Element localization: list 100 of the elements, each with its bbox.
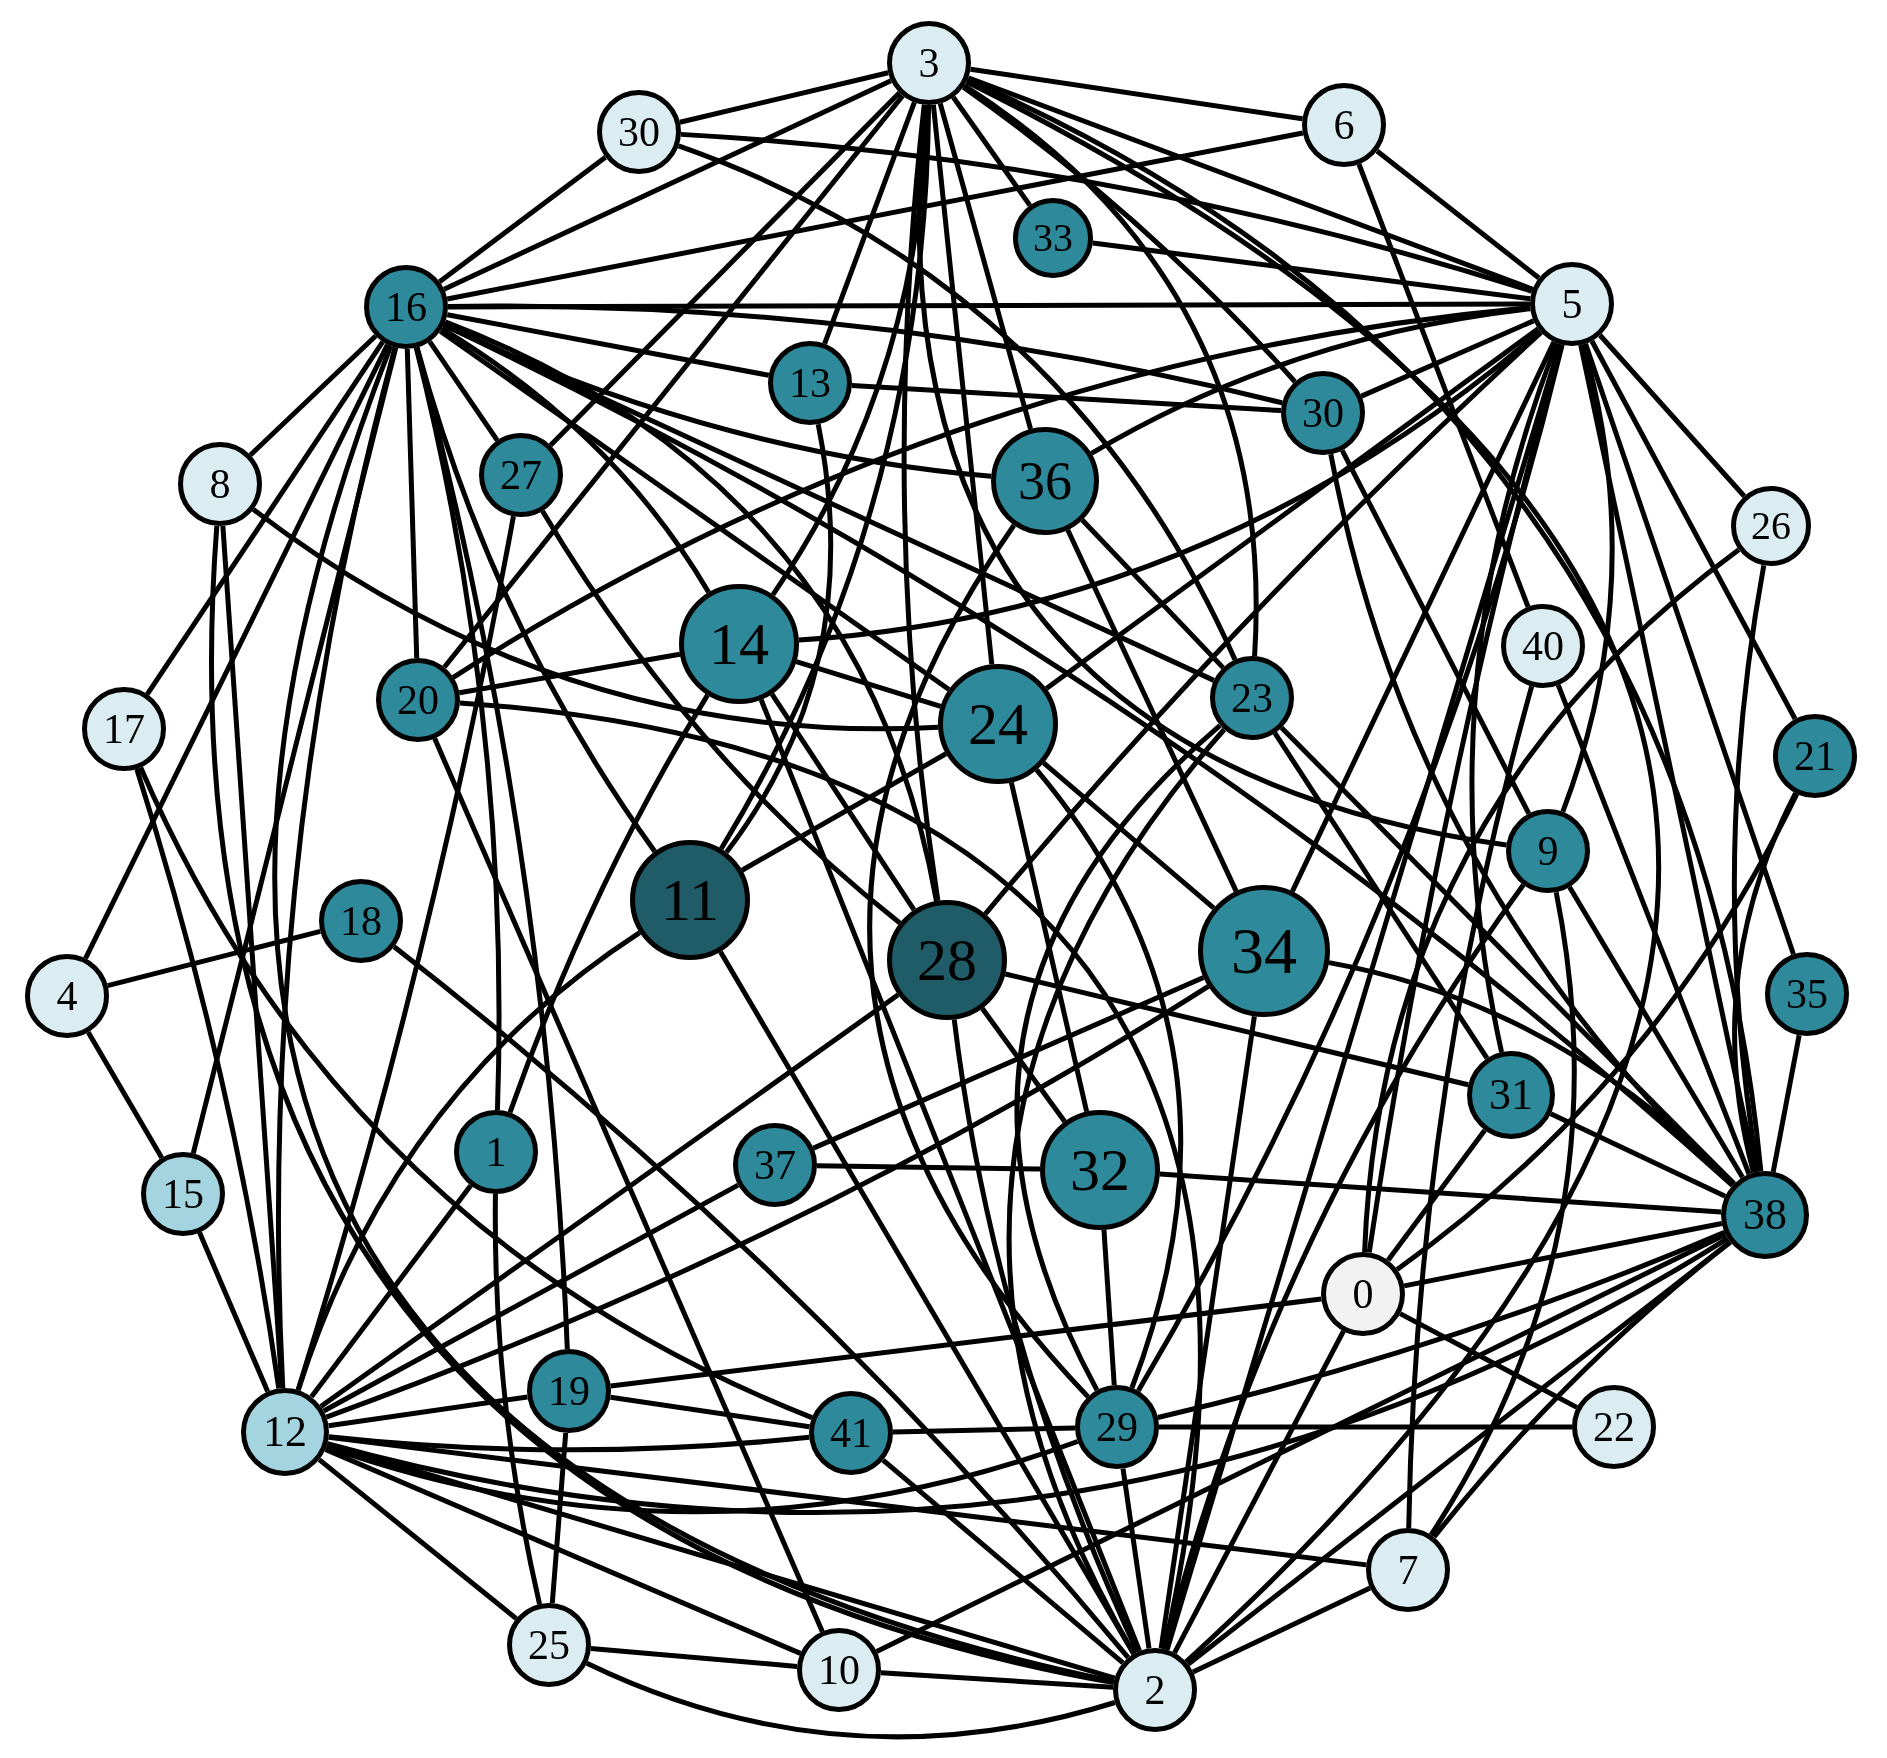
network-node: [178, 442, 262, 526]
connection-line: [414, 347, 570, 1350]
connection-line: [1598, 333, 1747, 498]
connection-line: [1339, 449, 1532, 815]
connection-line: [548, 91, 902, 447]
connection-line: [134, 768, 282, 1389]
connection-line: [251, 507, 939, 732]
node-label: 37: [754, 1144, 796, 1186]
connection-line: [679, 70, 889, 125]
connection-line: [1004, 971, 1469, 1088]
connection-line: [1362, 547, 1741, 1253]
network-node: [1210, 656, 1294, 740]
connection-line: [1159, 1424, 1572, 1430]
connection-line: [1136, 344, 1565, 1393]
node-label: 12: [263, 1410, 307, 1454]
connection-line: [585, 1661, 1116, 1740]
network-node: [1321, 1252, 1405, 1336]
connection-line: [1008, 781, 1090, 1113]
connection-line: [1398, 1311, 1579, 1410]
connection-line: [719, 104, 932, 850]
connection-line: [319, 992, 900, 1409]
connection-line: [1272, 731, 1490, 1060]
node-label: 11: [661, 870, 719, 930]
network-node: [887, 21, 971, 105]
connection-line: [1159, 1171, 1722, 1215]
connection-line: [822, 101, 917, 345]
connection-line: [1432, 1240, 1732, 1539]
connection-line: [1290, 340, 1557, 893]
connection-line: [190, 347, 399, 1154]
connection-line: [1555, 684, 1752, 1175]
connection-line: [197, 1231, 270, 1393]
network-node: [1281, 371, 1365, 455]
connection-line: [145, 340, 385, 696]
connection-line: [966, 77, 1764, 1172]
connection-line: [1172, 1330, 1346, 1654]
node-label: 35: [1786, 973, 1828, 1015]
connection-line: [432, 737, 825, 1633]
node-label: 15: [162, 1173, 204, 1215]
node-label: 5: [1561, 283, 1583, 325]
node-label: 20: [397, 679, 439, 721]
connection-line: [1549, 1111, 1727, 1199]
connection-line: [549, 1432, 569, 1604]
connection-line: [1356, 163, 1531, 608]
connection-line: [875, 1232, 1727, 1654]
connection-line: [1469, 342, 1560, 1053]
node-label: 38: [1743, 1193, 1787, 1237]
connection-line: [795, 659, 942, 709]
node-label: 1: [485, 1131, 507, 1173]
node-label: 22: [1593, 1406, 1635, 1448]
connection-line: [328, 1394, 528, 1429]
connection-line: [930, 104, 995, 665]
connection-line: [324, 1447, 802, 1656]
connection-line: [1428, 891, 1577, 1537]
connection-line: [881, 1458, 1125, 1665]
node-label: 9: [1537, 830, 1559, 872]
network-node: [991, 427, 1099, 535]
connection-line: [492, 1194, 542, 1605]
node-label: 41: [830, 1412, 872, 1454]
connection-line: [507, 693, 710, 1114]
node-label: 10: [818, 1649, 860, 1691]
node-label: 8: [209, 463, 231, 505]
connection-line: [107, 928, 321, 989]
connection-line: [309, 1184, 473, 1399]
connection-line: [442, 94, 905, 669]
network-node: [679, 584, 799, 704]
node-label: 23: [1231, 677, 1273, 719]
connection-line: [812, 975, 1205, 1151]
node-label: 33: [1033, 218, 1073, 258]
connection-line: [1015, 723, 1222, 1392]
connection-line: [970, 66, 1303, 122]
connection-line: [1403, 1221, 1723, 1289]
connection-line: [724, 423, 834, 854]
connection-line: [867, 523, 1090, 1399]
connection-line: [328, 1434, 810, 1453]
connection-line: [951, 1019, 1140, 1653]
connection-line: [610, 1296, 1322, 1389]
connection-line: [963, 83, 1259, 657]
connection-line: [1034, 768, 1183, 1389]
connection-line: [758, 698, 1142, 1652]
network-node: [887, 900, 1007, 1020]
connection-line: [248, 334, 378, 457]
node-label: 6: [1333, 104, 1355, 146]
node-label: 21: [1794, 735, 1836, 777]
connection-line: [1120, 1468, 1152, 1649]
connection-line: [1080, 518, 1225, 670]
node-label: 30: [1302, 392, 1344, 434]
connection-line: [1360, 318, 1535, 399]
connection-line: [325, 1439, 1079, 1515]
connection-line: [590, 1646, 798, 1669]
connection-line: [677, 143, 1238, 661]
connection-line: [452, 305, 1531, 680]
connection-line: [901, 104, 941, 902]
node-label: 29: [1096, 1406, 1138, 1448]
connection-line: [446, 130, 1304, 302]
node-label: 3: [918, 42, 940, 84]
connection-line: [769, 692, 917, 912]
connection-line: [1583, 342, 1796, 956]
connection-line: [740, 751, 948, 873]
connection-line: [610, 1394, 810, 1430]
network-node: [479, 433, 563, 517]
